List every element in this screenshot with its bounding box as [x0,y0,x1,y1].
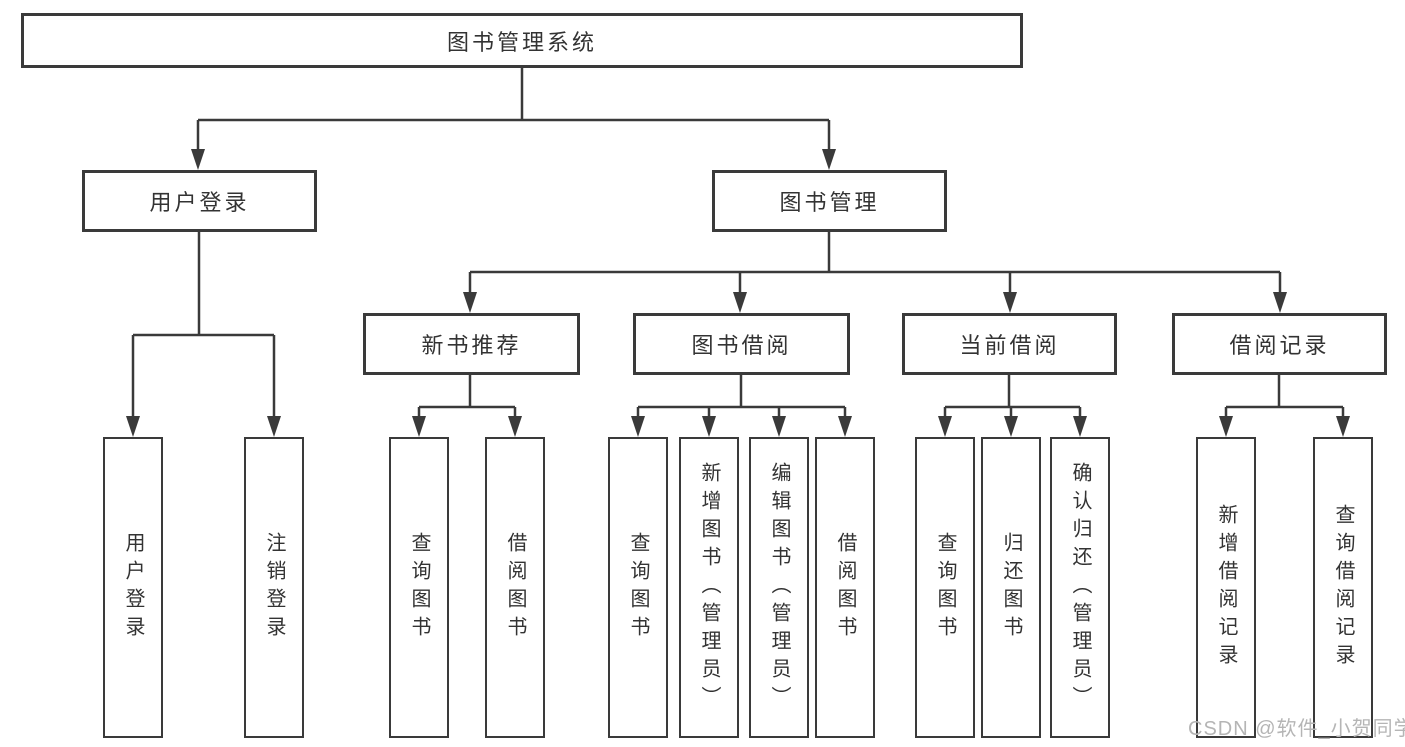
csdn-watermark: CSDN @软件_小贺同学 [1188,718,1405,740]
node-borrow-records: 借阅记录 [1172,313,1387,375]
node-new-book-recommend: 新书推荐 [363,313,580,375]
leaf-confirm-return-admin: 确认归还（管理员） [1050,437,1110,738]
node-book-borrow: 图书借阅 [633,313,850,375]
leaf-borrow-book-recommend: 借阅图书 [485,437,545,738]
node-current-borrow: 当前借阅 [902,313,1117,375]
leaf-borrow-book: 借阅图书 [815,437,875,738]
node-root-library-system: 图书管理系统 [21,13,1023,68]
leaf-add-book-admin: 新增图书（管理员） [679,437,739,738]
leaf-query-book-recommend: 查询图书 [389,437,449,738]
arrowheads [126,149,1350,437]
leaf-edit-book-admin: 编辑图书（管理员） [749,437,809,738]
connector-newbook-to-leaves [417,375,517,418]
leaf-query-book-current: 查询图书 [915,437,975,738]
connector-records-to-leaves [1224,375,1345,418]
leaf-return-book: 归还图书 [981,437,1041,738]
connector-userlogin-to-leaves [131,232,276,418]
leaf-query-book-borrow: 查询图书 [608,437,668,738]
node-user-login: 用户登录 [82,170,317,232]
leaf-user-login: 用户登录 [103,437,163,738]
leaf-logout: 注销登录 [244,437,304,738]
node-book-management: 图书管理 [712,170,947,232]
connector-bookborrow-to-leaves [636,375,847,418]
leaf-add-borrow-record: 新增借阅记录 [1196,437,1256,738]
connector-bookmgmt-to-level3 [468,232,1282,293]
connector-lines [131,68,1345,418]
leaf-query-borrow-record: 查询借阅记录 [1313,437,1373,738]
connector-root-to-level2 [196,68,831,150]
connector-currentborrow-to-leaves [943,375,1082,418]
